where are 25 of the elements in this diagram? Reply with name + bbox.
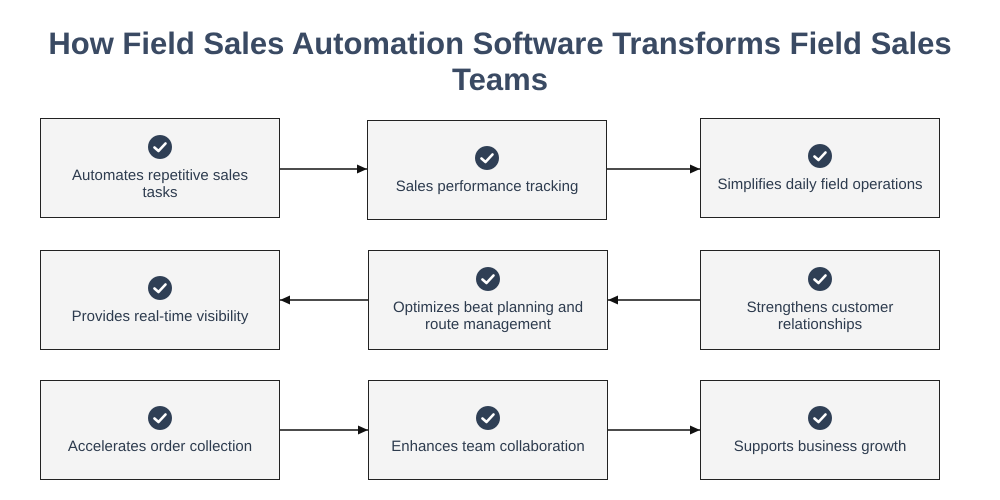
- process-box: [367, 120, 607, 220]
- box-text: Automates repetitive sales tasks: [71, 167, 249, 201]
- box-text: Accelerates order collection: [68, 438, 252, 454]
- arrow: [280, 164, 367, 174]
- box-text: Sales performance tracking: [396, 178, 578, 194]
- box-text: Optimizes beat planning and route management: [392, 299, 584, 333]
- arrow: [280, 296, 368, 304]
- process-box: [368, 380, 608, 480]
- box-text: Simplifies daily field operations: [717, 176, 923, 192]
- arrow: [608, 426, 700, 434]
- process-box: [40, 118, 280, 218]
- box-text: Strengthens customer relationships: [746, 299, 894, 333]
- process-box: [700, 118, 940, 218]
- box-text: Enhances team collaboration: [391, 438, 585, 454]
- arrow: [608, 296, 700, 304]
- process-box: [368, 250, 608, 350]
- box-text: Supports business growth: [734, 438, 906, 454]
- arrow: [607, 164, 700, 174]
- title: How Field Sales Automation Software Transforms Field Sales Teams: [47, 26, 953, 98]
- process-box: [40, 250, 280, 350]
- process-box: [700, 250, 940, 350]
- arrow: [280, 426, 368, 434]
- box-text: Provides real-time visibility: [72, 308, 248, 324]
- process-box: [40, 380, 280, 480]
- process-box: [700, 380, 940, 480]
